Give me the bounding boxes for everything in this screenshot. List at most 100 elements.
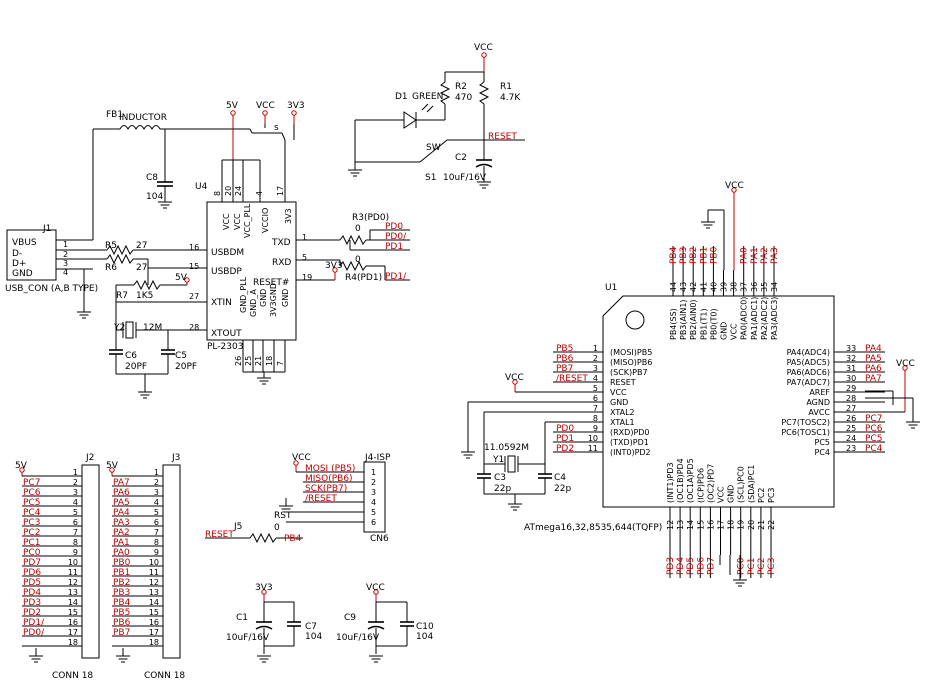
- r4-ref: R4(PD1): [345, 273, 382, 283]
- u1-right-net: PA5: [865, 354, 882, 364]
- u1-right-pin-name: PA5(ADC5): [787, 358, 830, 367]
- header-pin-num: 9: [73, 548, 78, 557]
- u1-top-net: PB0: [709, 246, 719, 264]
- u1-bottom-pin-name: (OC2)PD7: [706, 464, 715, 503]
- y1-value: 11.0592M: [484, 443, 529, 453]
- u1-top-pin-name: PB4(SS): [669, 308, 678, 340]
- j5-ref: J5: [233, 522, 242, 532]
- c2-value: 10uF/16V: [443, 173, 487, 183]
- u1-left-pin-num: 7: [593, 404, 598, 413]
- reset-net-label: RESET: [488, 132, 517, 142]
- header-pin-net: PD7: [23, 558, 41, 568]
- u1-left-pin-num: 11: [588, 444, 598, 453]
- u1-left-net: PD0: [556, 424, 574, 434]
- u1-right-pin-num: 28: [846, 394, 856, 403]
- j4-rst-label: RST: [274, 511, 292, 521]
- u4-pin-28: 28: [189, 323, 199, 332]
- header-pin-num: 4: [73, 498, 78, 507]
- r6-ref: R6: [105, 263, 117, 273]
- u1-right-net: PA4: [865, 344, 882, 354]
- header-pin-num: 18: [68, 638, 78, 647]
- u1-right-pin-num: 30: [846, 374, 856, 383]
- u1-bottom-net: PC1: [747, 558, 757, 575]
- u1-right-net: PC4: [865, 444, 883, 454]
- u1-left-net: /RESET: [556, 374, 588, 384]
- header-pin-net: PB6: [113, 618, 131, 628]
- j3-body: [162, 464, 181, 659]
- r5-ref: R5: [105, 241, 117, 251]
- u1-left-net: PB5: [556, 344, 573, 354]
- u1-right-pin-name: PC5: [815, 438, 831, 447]
- resistor-r7: [133, 279, 161, 291]
- header-pin-num: 16: [68, 618, 78, 627]
- u4-pin-name-vcc-b: VCC: [233, 213, 242, 230]
- header-pin-net: PA0: [113, 548, 130, 558]
- u1-left-pin-name: (TXD)PD1: [610, 438, 649, 447]
- c5-value: 20PF: [175, 362, 197, 372]
- r3-net-pd0b: PD0/: [385, 232, 407, 242]
- u4-pin-19: 19: [302, 273, 312, 282]
- u1-right-pin-name: AREF: [809, 388, 830, 397]
- u1-left-net: PB7: [556, 364, 573, 374]
- c7-ref: C7: [305, 622, 317, 632]
- resistor-r2: [439, 81, 451, 105]
- u1-right-pin-name: PA7(ADC7): [787, 378, 830, 387]
- header-pin-num: 3: [73, 488, 78, 497]
- u4-pin-name-3v3: 3V3: [284, 208, 293, 224]
- j1-pin3-num: 3: [63, 259, 68, 268]
- u4-rxd: RXD: [272, 258, 291, 268]
- c7-value: 104: [305, 632, 322, 642]
- u1-top-pin-name: PB0(T0): [709, 308, 718, 340]
- header-pin-net: PB5: [113, 608, 130, 618]
- u1-bottom-pin-name: (SDA)PC1: [747, 465, 756, 503]
- header-pin-num: 15: [149, 608, 159, 617]
- j4-pin-num: 6: [371, 518, 376, 527]
- header-pin-net: PA2: [113, 528, 130, 538]
- u4-pin-15: 15: [189, 262, 199, 271]
- u1-section: U1 ATmega16,32,8535,644(TQFP) 44PB4(SS)P…: [460, 181, 921, 587]
- header-pin-num: 8: [154, 538, 159, 547]
- header-pin-num: 11: [68, 568, 78, 577]
- u1-top-pin-num: 43: [679, 282, 688, 292]
- y2-value: 12M: [143, 323, 162, 333]
- u4-part: PL-2303: [207, 342, 243, 352]
- u4-usbdp: USBDP: [211, 267, 242, 277]
- u1-bottom-pin-num: 17: [717, 520, 726, 530]
- u4-usbdm: USBDM: [211, 248, 244, 258]
- u1-top-net: PB2: [689, 247, 699, 264]
- u1-left-pin-num: 5: [593, 384, 598, 393]
- decoupling-section: 3V3 C1 10uF/16V C7 104 VCC C9 10uF/16V C…: [226, 583, 434, 663]
- u1-bottom-net: PC2: [757, 558, 767, 575]
- header-pin-net: PC2: [23, 528, 40, 538]
- u1-bottom-pin-num: 14: [686, 520, 695, 530]
- u4-pin-name-vccio: VCCIO: [261, 208, 270, 233]
- header-pin-net: PB2: [113, 578, 130, 588]
- u4-reset: RESET#: [253, 278, 289, 288]
- r1-value: 4.7K: [500, 93, 521, 103]
- j4-pin-net: MISO(PB6): [305, 474, 353, 484]
- u1-right-pin-num: 29: [846, 384, 856, 393]
- r3-net-pd1: PD1: [385, 242, 403, 252]
- j2-body: [81, 464, 100, 659]
- u1-right-pin-num: 24: [846, 434, 856, 443]
- j5-value: 0: [274, 523, 280, 533]
- j4-pin-net: SCK(PB7): [305, 484, 347, 494]
- r5-value: 27: [136, 241, 147, 251]
- header-pin-net: PA5: [113, 498, 130, 508]
- header-pin-net: PB7: [113, 628, 130, 638]
- u1-top-net: PA0: [740, 247, 750, 264]
- header-pin-num: 7: [73, 528, 78, 537]
- y1-ref: Y1: [492, 455, 504, 465]
- u4-pin-21: 21: [254, 356, 263, 366]
- header-pin-num: 2: [73, 478, 78, 487]
- reset-3v3-label: 3V3: [325, 261, 343, 271]
- u1-top-net: PB3: [679, 247, 689, 264]
- u4-pin-26: 26: [234, 356, 243, 366]
- u1-top-pin-name: GND: [720, 322, 729, 340]
- header-pin-num: 8: [73, 538, 78, 547]
- header-pin-net: PC5: [23, 498, 40, 508]
- c4-ref: C4: [554, 473, 566, 483]
- u1-top-pin-name: PB1(T1): [699, 308, 708, 340]
- u1-ref: U1: [605, 283, 617, 293]
